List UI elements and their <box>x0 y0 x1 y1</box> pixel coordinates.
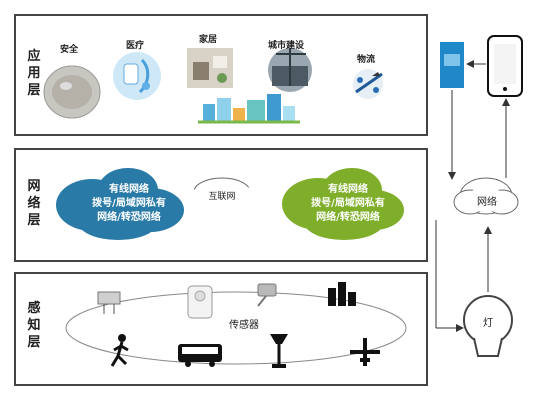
bus-icon <box>178 344 222 367</box>
lamp-label: 灯 <box>483 318 493 329</box>
home-caption: 家居 <box>199 35 218 45</box>
probe-sensor-icon <box>257 283 277 307</box>
home-icon <box>187 48 233 88</box>
logistics-icon <box>353 69 383 99</box>
left-cloud-line-2: 拨号/局域网私有 <box>92 198 166 209</box>
server-box-icon <box>440 42 464 88</box>
airplane-icon <box>350 338 380 366</box>
city-buildings-icon <box>198 94 300 124</box>
right-cloud-line-2: 拨号/局域网私有 <box>311 198 385 209</box>
lamp-bulb-icon <box>463 295 513 357</box>
network-cloud-right <box>453 177 519 215</box>
security-caption: 安全 <box>60 45 79 55</box>
left-cloud-text: 有线网络 拨号/局域网私有 网络/转恐网络 <box>74 183 184 225</box>
center-cloud <box>188 177 260 210</box>
perception-layer-box <box>14 272 428 386</box>
application-layer-label: 应用层 <box>27 49 41 98</box>
left-cloud-line-1: 有线网络 <box>109 184 149 195</box>
medical-caption: 医疗 <box>126 41 145 51</box>
left-cloud-line-3: 网络/转恐网络 <box>97 212 161 223</box>
left-cloud <box>56 168 184 240</box>
walking-person-icon <box>110 334 129 367</box>
motion-sensor-icon <box>187 285 213 319</box>
right-cloud <box>282 168 404 240</box>
sensor-label: 传感器 <box>229 320 259 331</box>
right-cloud-line-3: 网络/转恐网络 <box>316 212 380 223</box>
right-cloud-line-1: 有线网络 <box>328 184 368 195</box>
perception-layer-label: 感知层 <box>27 301 41 350</box>
smartphone-icon <box>487 35 523 97</box>
logistics-caption: 物流 <box>357 55 376 65</box>
network-layer-label: 网络层 <box>27 179 41 228</box>
city-construction-caption: 城市建设 <box>268 41 305 51</box>
security-icon <box>43 65 101 119</box>
medical-icon <box>113 52 161 100</box>
right-cloud-text: 有线网络 拨号/局域网私有 网络/转恐网络 <box>294 183 402 225</box>
buildings-icon <box>328 282 356 306</box>
network-label: 网络 <box>477 197 497 208</box>
street-lamp-icon <box>270 334 288 368</box>
internet-label: 互联网 <box>208 192 236 202</box>
sensor-device-icon <box>97 291 121 314</box>
city-construction-icon <box>268 48 312 92</box>
